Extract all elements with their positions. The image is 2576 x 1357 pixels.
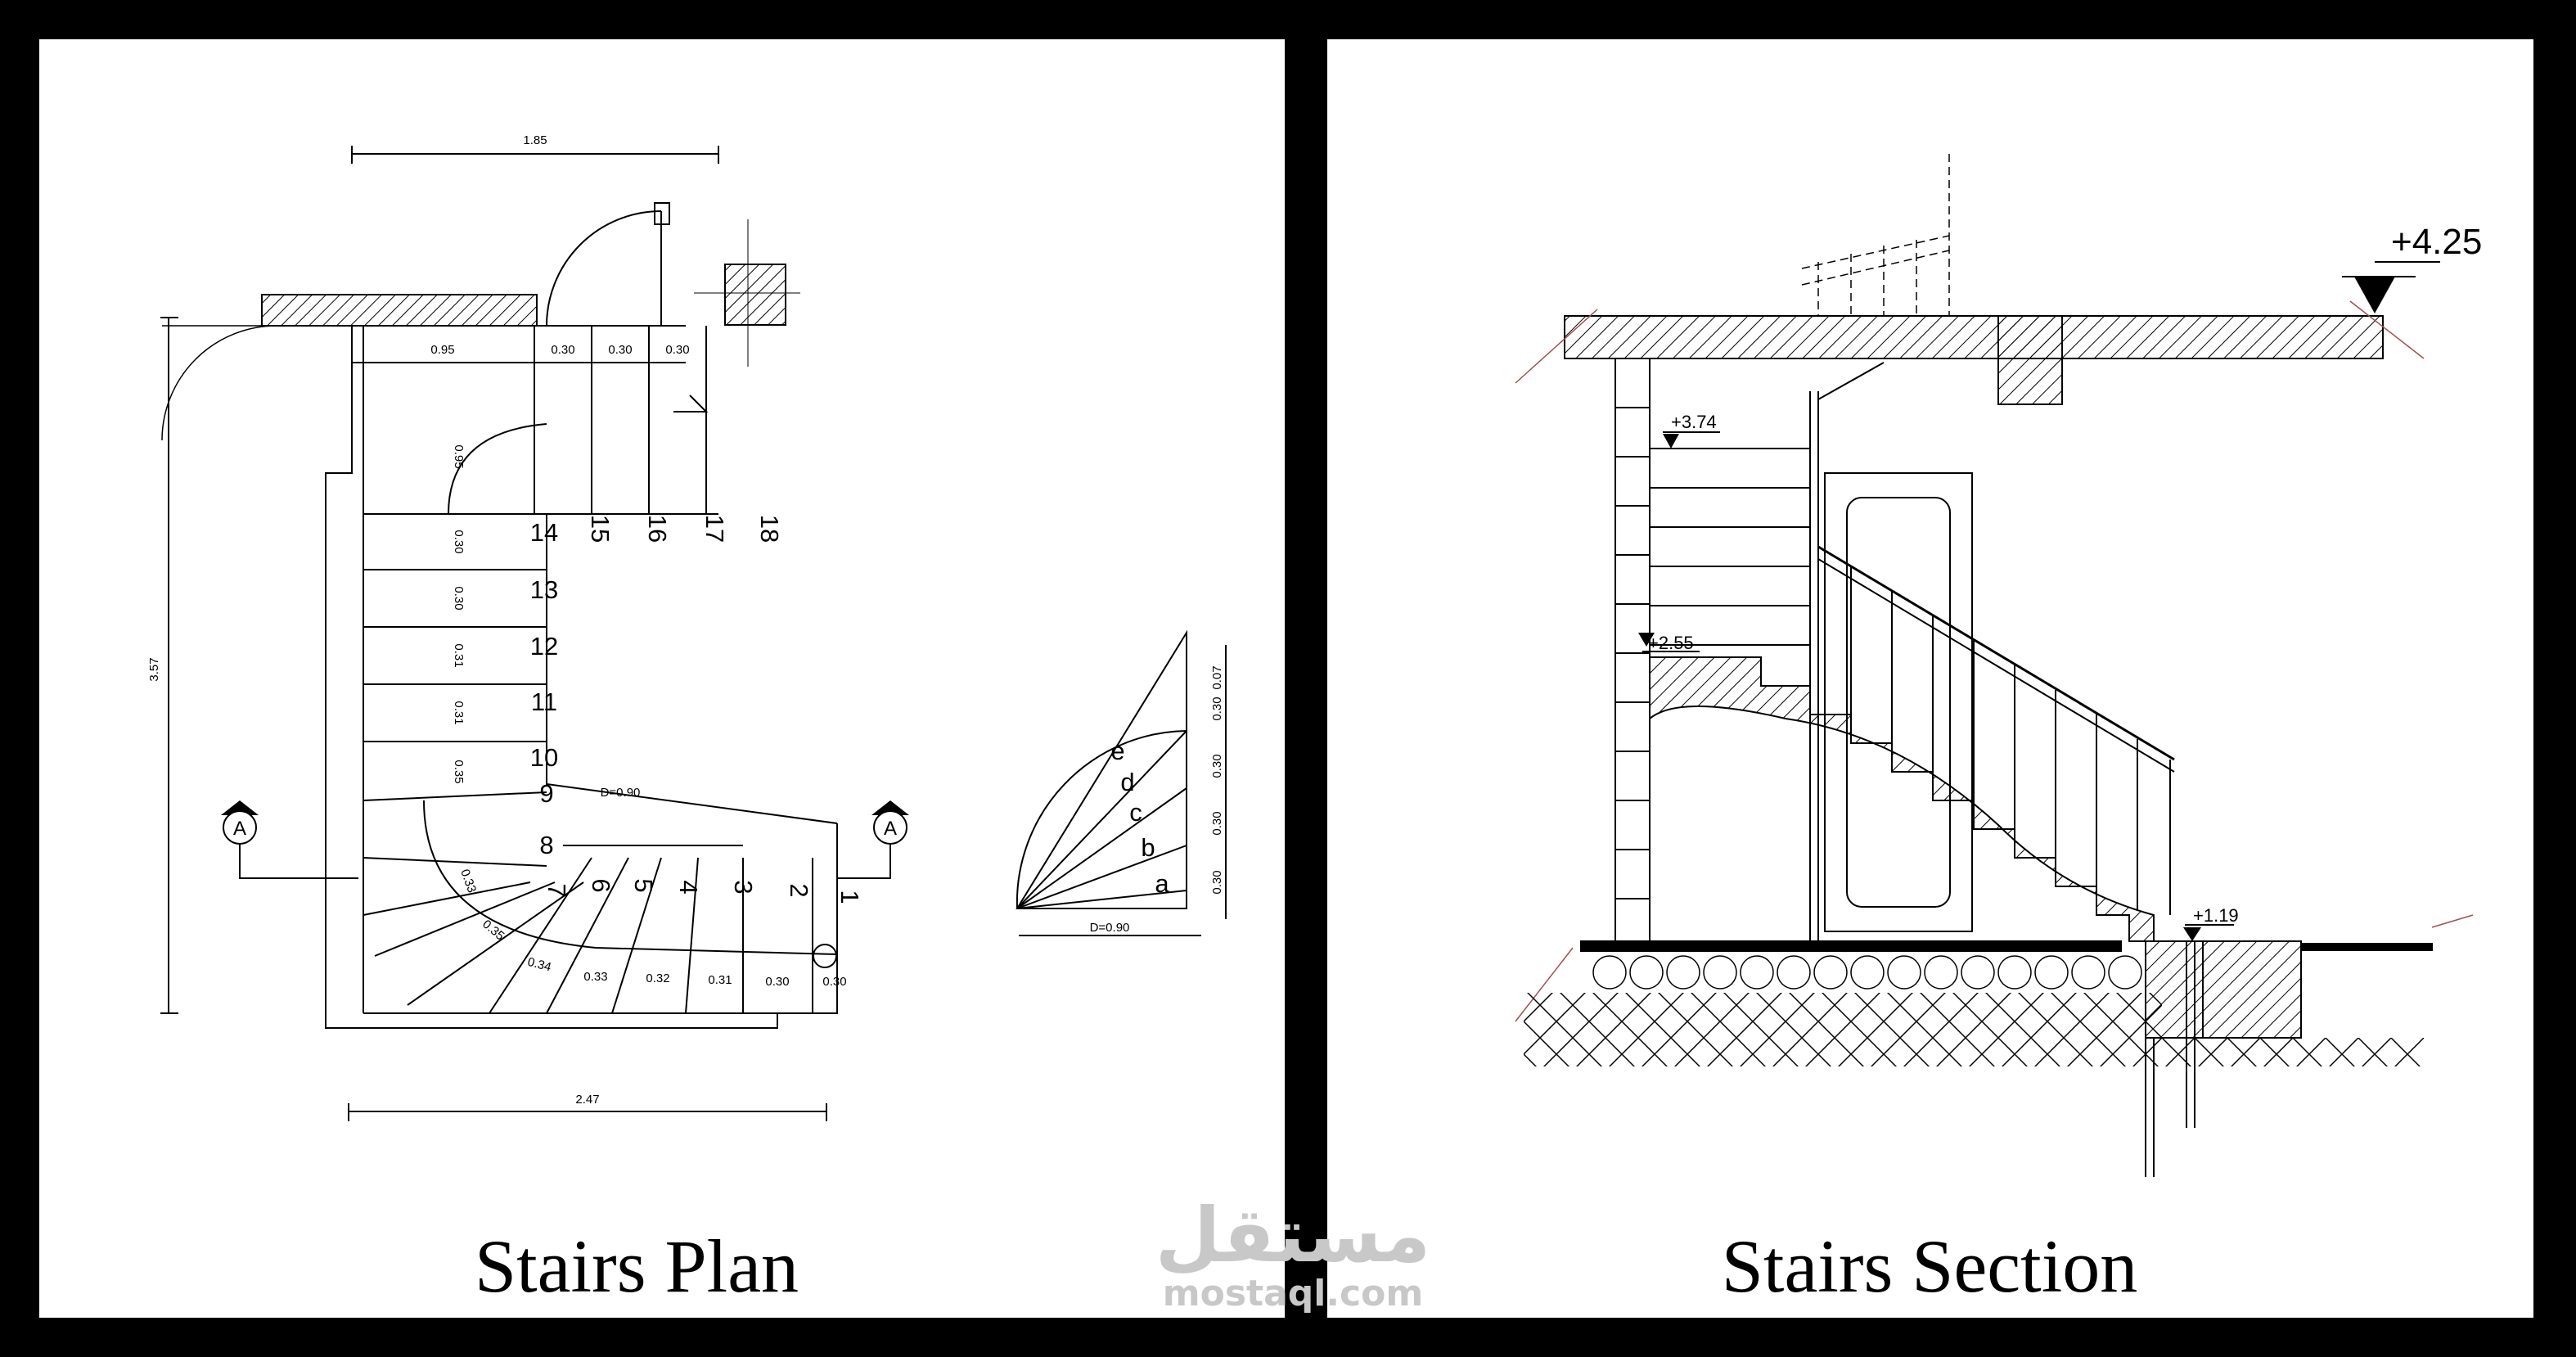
door-panel <box>1846 497 1951 908</box>
level-marker-top: +4.25 <box>2342 222 2482 313</box>
soil <box>1524 993 2162 1066</box>
top-tread-4: 0.30 <box>665 343 689 357</box>
ground-slab <box>1580 940 2122 952</box>
column <box>724 264 786 326</box>
level-marker-374: +3.74 <box>1663 412 1720 449</box>
step-number-14: 14 <box>530 518 558 547</box>
detail-letter-c: c <box>1129 798 1142 827</box>
top-tread-3: 0.30 <box>608 343 632 357</box>
door <box>1824 472 1973 932</box>
bottom-tread-5: 0.30 <box>822 975 846 989</box>
step-number-15: 15 <box>586 515 615 543</box>
winder-tread-1: 0.33 <box>457 868 479 895</box>
top-tread-1: 0.95 <box>430 343 454 357</box>
top-slab <box>1564 315 2384 359</box>
detail-dim-3: 0.30 <box>1210 754 1224 778</box>
step-number-9: 9 <box>539 779 553 808</box>
bottom-tread-3: 0.31 <box>708 973 732 987</box>
step-number-3: 3 <box>729 880 758 894</box>
step-number-4: 4 <box>674 880 703 894</box>
stairs-section-panel: +4.25 +3.74 +2.55 +1.19 Stairs Section <box>1327 39 2533 1318</box>
watermark-arabic: مستقل <box>1155 1192 1431 1279</box>
stairs-plan-drawing: 1.85 3.57 2.47 D=0.90 0.95 0.30 0.30 0.3… <box>147 133 1227 1308</box>
watermark: مستقل mostaql.com <box>1129 1197 1457 1313</box>
level-marker-119: +1.19 <box>2183 905 2239 941</box>
gravel-layer <box>1592 955 2142 990</box>
top-tread-2: 0.30 <box>551 343 574 357</box>
section-marker-right-label: A <box>884 818 897 840</box>
step-number-10: 10 <box>530 743 558 772</box>
detail-dim-5: 0.30 <box>1210 870 1224 894</box>
bottom-tread-1: 0.33 <box>583 970 607 984</box>
level-label-255: +2.55 <box>1648 633 1694 653</box>
left-tread-2: 0.30 <box>452 586 466 610</box>
dim-top-label: 1.85 <box>523 133 547 147</box>
detail-letter-e: e <box>1110 737 1124 765</box>
stair-flight <box>1649 656 2155 942</box>
stair-enclosure <box>325 326 838 1029</box>
step-number-17: 17 <box>700 515 729 543</box>
watermark-latin: mostaql.com <box>1162 1273 1424 1314</box>
step-number-8: 8 <box>539 831 553 859</box>
winder-detail <box>1016 629 1187 909</box>
step-number-11: 11 <box>531 688 557 716</box>
stairs-section-drawing: +4.25 +3.74 +2.55 +1.19 Stairs Section <box>1515 154 2482 1308</box>
beam <box>1997 315 2063 405</box>
detail-dim-1: 0.07 <box>1210 665 1224 689</box>
left-tread-5: 0.35 <box>452 760 466 783</box>
step-number-7: 7 <box>543 883 571 897</box>
handrail <box>1817 545 2175 761</box>
step-number-6: 6 <box>587 878 615 892</box>
level-label-119: +1.19 <box>2193 905 2239 926</box>
bottom-tread-2: 0.32 <box>646 972 669 985</box>
stairs-plan-title: Stairs Plan <box>475 1224 799 1308</box>
dim-bottom-label: 2.47 <box>575 1093 599 1107</box>
step-number-18: 18 <box>755 515 784 543</box>
step-number-1: 1 <box>835 890 864 904</box>
detail-dim-2: 0.30 <box>1210 697 1224 720</box>
level-label-top: +4.25 <box>2391 222 2482 262</box>
dim-left-label: 3.57 <box>147 657 161 681</box>
stairs-plan-panel: 1.85 3.57 2.47 D=0.90 0.95 0.30 0.30 0.3… <box>39 39 1285 1318</box>
step-number-2: 2 <box>785 883 813 897</box>
detail-letter-b: b <box>1141 833 1155 862</box>
dim-d-main: D=0.90 <box>601 786 641 800</box>
section-marker-left: A <box>221 800 259 845</box>
winder-tread-3: 0.34 <box>526 955 553 975</box>
detail-letter-a: a <box>1155 869 1169 898</box>
stairs-section-title: Stairs Section <box>1722 1224 2138 1308</box>
block-wall <box>1615 358 1651 942</box>
section-marker-right: A <box>871 800 909 845</box>
left-tread-1: 0.30 <box>452 530 466 553</box>
level-label-374: +3.74 <box>1671 412 1717 432</box>
left-tread-4: 0.31 <box>452 701 466 724</box>
detail-letter-d: d <box>1120 768 1134 796</box>
step-number-13: 13 <box>530 575 558 604</box>
upper-railing <box>1801 154 1950 316</box>
bottom-tread-4: 0.30 <box>765 975 789 989</box>
left-vertical-dim: 0.95 <box>452 444 466 468</box>
dim-d-detail: D=0.90 <box>1090 921 1130 935</box>
step-number-5: 5 <box>629 878 658 892</box>
level-marker-255: +2.55 <box>1638 633 1700 653</box>
step-number-16: 16 <box>643 515 672 543</box>
door-swing-top <box>546 210 662 327</box>
left-tread-3: 0.31 <box>452 643 466 667</box>
detail-dim-4: 0.30 <box>1210 811 1224 835</box>
section-marker-left-label: A <box>233 818 246 840</box>
hatched-wall <box>261 294 538 327</box>
step-number-12: 12 <box>530 632 558 660</box>
